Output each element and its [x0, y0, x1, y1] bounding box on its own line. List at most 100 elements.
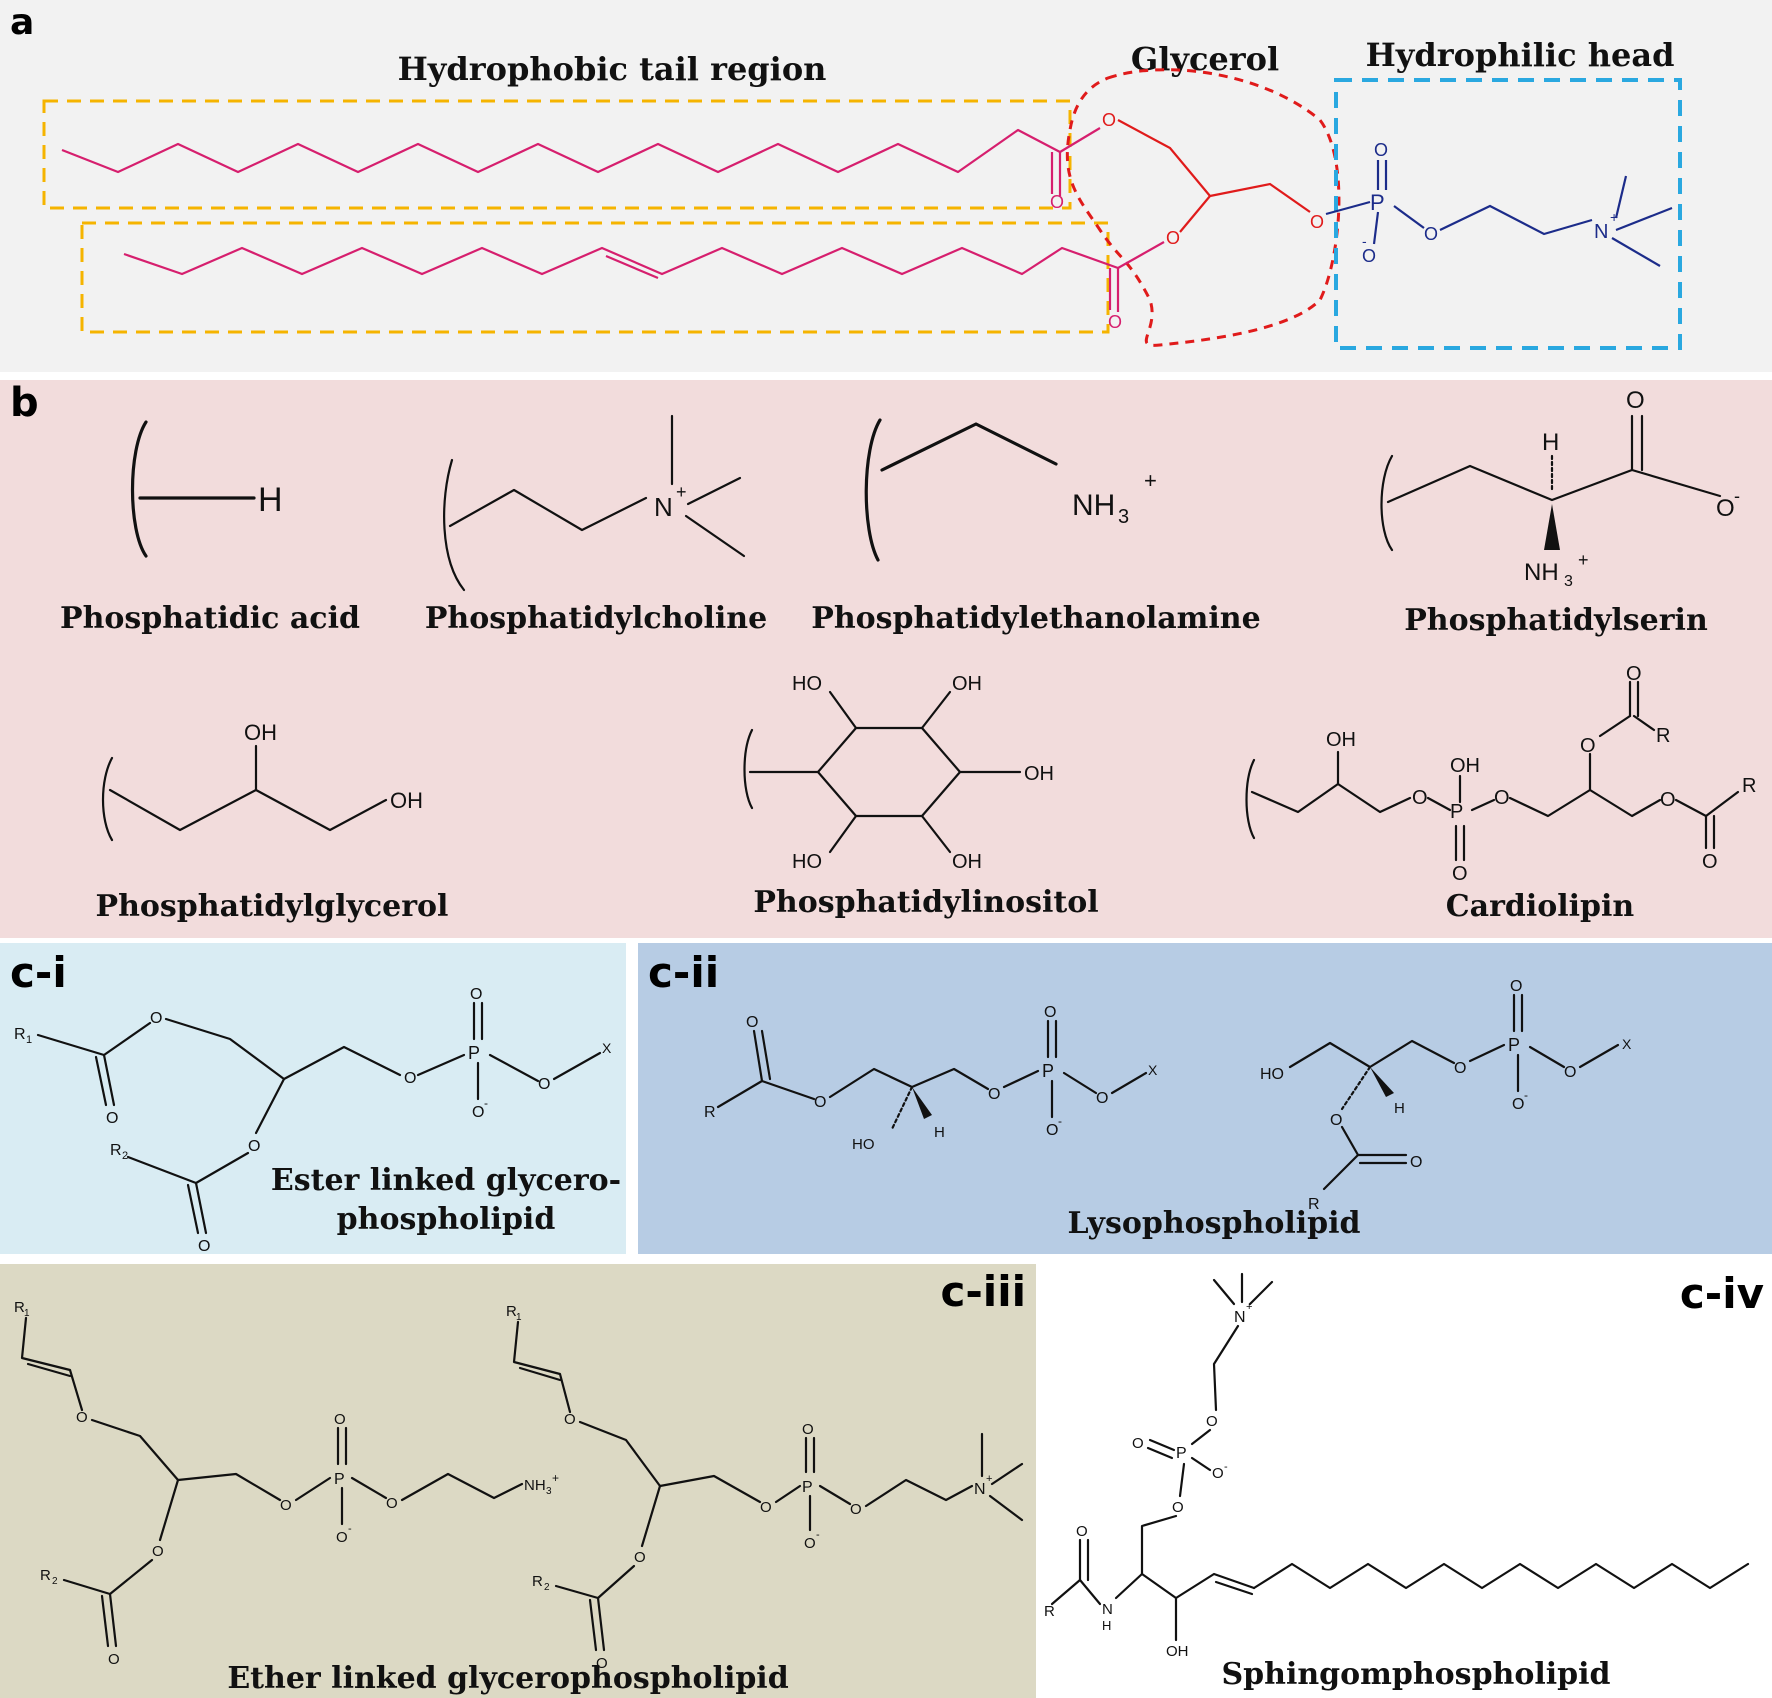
glycerol-outline — [1065, 68, 1341, 347]
pe-charge: + — [1144, 468, 1157, 493]
anionic-charge: - — [1058, 1114, 1062, 1128]
pa-hydrogen: H — [258, 481, 283, 519]
lyso-sn1-structure: R O O HO H O P O O - O X — [704, 1004, 1158, 1153]
phosphatidylserine-structure: O O - H NH 3 + — [1380, 387, 1740, 590]
cis-double-bond — [605, 254, 659, 280]
vinyl-ether-chain — [20, 1316, 84, 1412]
sphingomyelin-caption: Sphingomphospholipid — [1221, 1657, 1610, 1692]
panel-c-ii-letter: c-ii — [648, 948, 719, 997]
anionic-oxygen: O — [804, 1535, 816, 1552]
hydroxyl: HO — [1260, 1066, 1284, 1083]
pi-oh-bond-5 — [920, 814, 952, 854]
x-group: X — [1622, 1036, 1632, 1052]
phosphorus: P — [334, 1471, 345, 1488]
ps-carboxylate-oxygen: O — [1716, 495, 1735, 522]
ester-oxygen-1: O — [150, 1010, 162, 1027]
phosphate-oxygen-2: O — [850, 1501, 862, 1518]
r2-acyl-bond — [126, 1151, 250, 1185]
phosphate-oxygen-1: O — [760, 1499, 772, 1516]
wavy-attachment — [130, 420, 148, 558]
nitrogen-charge: + — [1610, 209, 1618, 225]
panel-b-letter: b — [10, 380, 39, 426]
cl-r-group-1: R — [1656, 725, 1670, 747]
pc-charge: + — [676, 482, 687, 502]
hydroxyl: OH — [1166, 1643, 1189, 1660]
panel-c-iii-ether-linked: c-iii R 1 O O R 2 O O P O O - O — [0, 1264, 1036, 1698]
carbonyl-1b — [94, 1055, 108, 1107]
r2-group: R — [40, 1567, 51, 1584]
anionic-charge: - — [348, 1523, 352, 1535]
panel-c-iv-letter: c-iv — [1680, 1269, 1764, 1318]
phosphoryl-oxygen: O — [470, 986, 482, 1003]
carbonyl-oxygen: O — [596, 1655, 608, 1672]
choline-oxygen: O — [1206, 1413, 1218, 1430]
cl-ester-oxygen-1: O — [1412, 787, 1428, 809]
cl-chain-2 — [1508, 788, 1662, 818]
carbonyl-oxygen: O — [746, 1014, 758, 1031]
wavy-attachment — [443, 458, 466, 592]
panel-a-phospholipid-structure: a Hydrophobic tail region Glycerol Hydro… — [0, 0, 1772, 372]
o-p-bond — [1325, 200, 1371, 216]
wavy-attachment — [1245, 758, 1256, 840]
o-p-bond — [1002, 1069, 1040, 1089]
cl-r-group-2: R — [1742, 775, 1756, 797]
n-methyl-bond-1 — [1614, 175, 1628, 219]
carbonyl-1 — [102, 1053, 116, 1107]
phosphate-oxygen-2: O — [386, 1495, 398, 1512]
p-o-bond-2 — [350, 1476, 388, 1500]
ester-caption-line-1: Ester linked glycero- — [271, 1163, 621, 1198]
lower-carbonyl-oxygen: O — [1108, 312, 1122, 332]
cl-hydroxyl-1: OH — [1326, 729, 1356, 751]
p-o-minus — [1190, 1456, 1212, 1472]
r2-acyl-bond — [554, 1564, 636, 1600]
ps-amine: NH — [1524, 559, 1559, 586]
p-o-minus-bond — [1372, 211, 1380, 245]
phosphate-oxygen-2: O — [1564, 1064, 1576, 1081]
cl-phosphorus: P — [1450, 801, 1463, 823]
pg-chain — [108, 788, 388, 832]
phosphorus: P — [802, 1479, 813, 1496]
carbonyl — [752, 1029, 764, 1083]
ps-carbonyl-oxygen: O — [1626, 387, 1645, 414]
ps-amine-subscript: 3 — [1564, 573, 1573, 590]
upper-tail-box — [42, 99, 1072, 210]
carbonyl-oxygen-1: O — [106, 1110, 118, 1127]
phosphoryl-oxygen: O — [802, 1421, 814, 1438]
pg-hydroxyl-2: OH — [390, 788, 423, 813]
sphingomyelin-structure: N + O P O O - O N H O R OH — [1044, 1272, 1750, 1660]
r-group: R — [704, 1104, 716, 1121]
panel-c-ii-drawing: c-ii R O O HO H O P O O - O X — [648, 948, 1632, 1241]
o-x-bond — [1578, 1043, 1620, 1069]
o-p-bond — [1468, 1043, 1506, 1063]
panel-c-iii-drawing: c-iii R 1 O O R 2 O O P O O - O — [14, 1267, 1026, 1696]
carbonyl-oxygen-2: O — [198, 1238, 210, 1255]
ether-oxygen: O — [564, 1411, 576, 1428]
o-x-bond — [552, 1051, 602, 1081]
pi-hydroxyl-1: HO — [792, 673, 822, 695]
hashed-o — [1340, 1065, 1372, 1111]
n-methyl-bond-3 — [1611, 237, 1661, 267]
c1-bond — [1140, 1514, 1178, 1576]
carbonyl-2 — [194, 1181, 208, 1235]
anionic-oxygen: O — [1046, 1122, 1058, 1139]
n-methyl-1 — [1212, 1278, 1236, 1306]
panel-a-drawing: a Hydrophobic tail region Glycerol Hydro… — [10, 2, 1682, 350]
phosphorus: P — [468, 1043, 480, 1063]
hashed-oh — [890, 1085, 914, 1131]
r2-group: R — [110, 1142, 122, 1159]
phosphatidylethanolamine-label: Phosphatidylethanolamine — [811, 601, 1260, 636]
carbonyl-2 — [100, 1594, 110, 1648]
cl-chain-1 — [1250, 782, 1412, 814]
glycerol-c2-oxygen-bond — [1179, 195, 1211, 233]
anionic-charge: - — [1524, 1088, 1528, 1102]
ether-caption: Ether linked glycerophospholipid — [227, 1661, 788, 1696]
lyso-sn2-structure: HO H O O R O P O O - O X — [1260, 978, 1632, 1213]
phosphatidylethanolamine-structure: NH 3 + — [864, 418, 1157, 562]
pe-amine-subscript: 3 — [1118, 506, 1129, 528]
cl-ester-oxygen-4: O — [1660, 789, 1676, 811]
pi-oh-bond-1 — [828, 690, 858, 730]
panel-b-head-groups: b H Phosphatidic acid N + Phosphatidylch… — [0, 380, 1772, 938]
r1-subscript: 1 — [24, 1308, 30, 1319]
cl-r-bond-1 — [1632, 714, 1656, 732]
amide-nitrogen: N — [1102, 1601, 1113, 1618]
